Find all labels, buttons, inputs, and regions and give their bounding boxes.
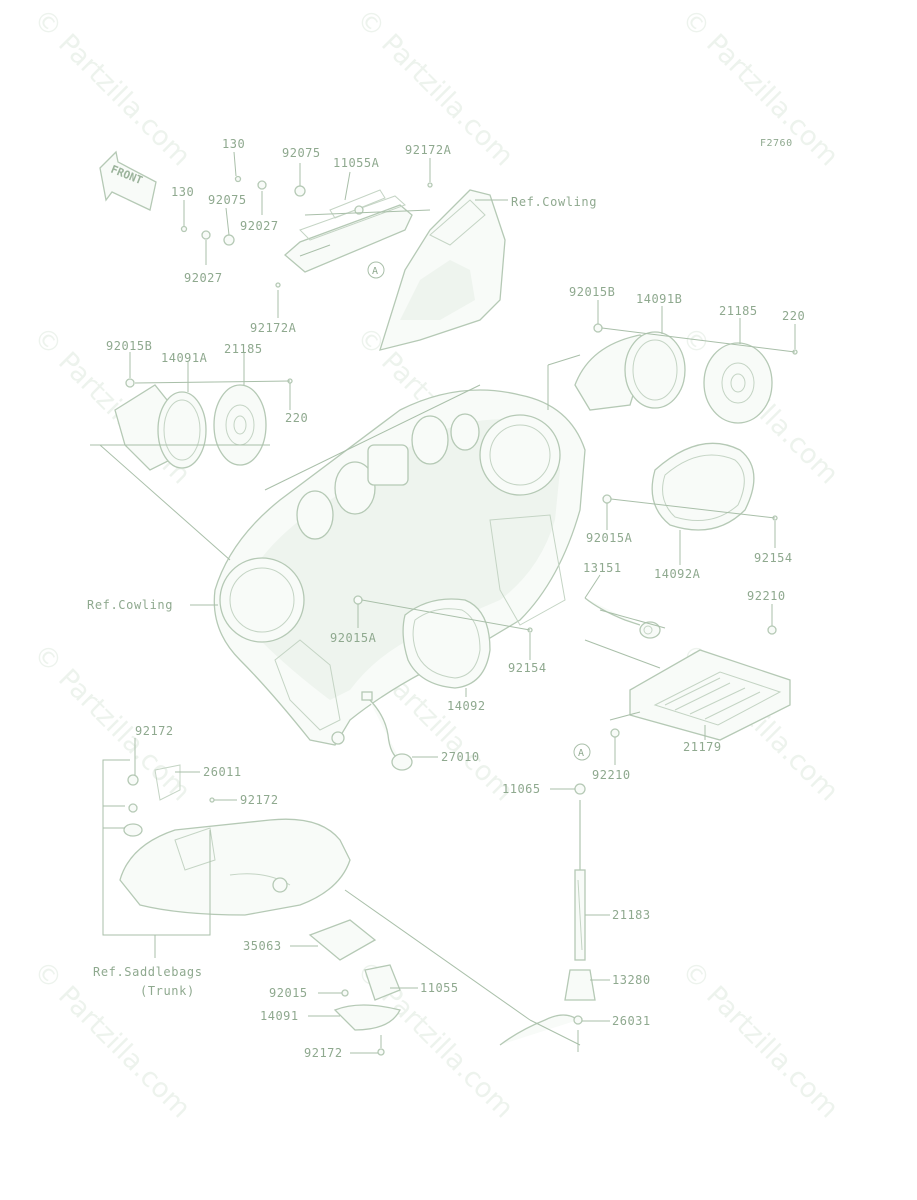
watermark-10: © Partzilla.com: [27, 955, 196, 1124]
callout-14092: 14092: [447, 699, 486, 713]
callout-130-b: 130: [171, 185, 194, 199]
callout-14091a: 14091A: [161, 351, 208, 365]
center-gasket: [353, 595, 533, 689]
ref-saddlebags: Ref.Saddlebags: [93, 965, 203, 979]
callout-14092a: 14092A: [654, 567, 701, 581]
upper-cowling-piece: [379, 189, 506, 351]
reference-marker-a-bottom: A: [573, 743, 591, 761]
callout-92172-b: 92172: [240, 793, 279, 807]
callout-21185-left: 21185: [224, 342, 263, 356]
ref-cowling-left: Ref.Cowling: [87, 598, 173, 612]
saddlebag-trunk: [119, 764, 351, 916]
callout-92027-b: 92027: [184, 271, 223, 285]
callout-92075-a: 92075: [282, 146, 321, 160]
antenna: [499, 783, 596, 1046]
callout-26011: 26011: [203, 765, 242, 779]
front-arrow-icon: FRONT: [99, 150, 157, 211]
ref-cowling-top: Ref.Cowling: [511, 195, 597, 209]
callout-92172a-bottom: 92172A: [250, 321, 297, 335]
left-speaker-group: [114, 378, 293, 471]
callout-21183: 21183: [612, 908, 651, 922]
callout-92015b-left: 92015B: [106, 339, 152, 353]
callout-13151: 13151: [583, 561, 622, 575]
power-socket: [584, 597, 661, 639]
callout-92154-left: 92154: [508, 661, 547, 675]
callout-92015: 92015: [269, 986, 308, 1000]
callout-92015b-right: 92015B: [569, 285, 615, 299]
watermark-1: © Partzilla.com: [27, 3, 196, 172]
callout-35063: 35063: [243, 939, 282, 953]
callout-92172-c: 92172: [304, 1046, 343, 1060]
upper-bracket-assembly: [180, 175, 433, 288]
trunk-lock-parts: [308, 919, 401, 1056]
callout-26031: 26031: [612, 1014, 651, 1028]
figure-code: F2760: [760, 138, 793, 149]
callout-21179: 21179: [683, 740, 722, 754]
marker-a-top-label: A: [372, 266, 379, 277]
callout-92210-a: 92210: [747, 589, 786, 603]
watermark-7: © Partzilla.com: [27, 638, 196, 807]
callout-labels: 130 130 92075 92075 11055A 92172A 92027 …: [87, 137, 805, 1060]
inner-fairing: [213, 389, 586, 746]
radio-unit: [610, 625, 791, 741]
wire-harness: [361, 691, 413, 771]
callout-92172-a: 92172: [135, 724, 174, 738]
right-speaker-group: [574, 323, 798, 424]
callout-13280: 13280: [612, 973, 651, 987]
callout-130-a: 130: [222, 137, 245, 151]
callout-92172a-top: 92172A: [405, 143, 452, 157]
callout-14091: 14091: [260, 1009, 299, 1023]
right-lower-gasket: [602, 442, 778, 531]
marker-a-bottom-label: A: [578, 748, 585, 759]
ref-trunk: (Trunk): [140, 984, 195, 998]
callout-92027-a: 92027: [240, 219, 279, 233]
callout-27010: 27010: [441, 750, 480, 764]
leader-lines: [90, 151, 796, 1054]
callout-21185-right: 21185: [719, 304, 758, 318]
callout-11055a: 11055A: [333, 156, 380, 170]
watermark-12: © Partzilla.com: [675, 955, 844, 1124]
callout-220-right: 220: [782, 309, 805, 323]
callout-220-left: 220: [285, 411, 308, 425]
callout-92015a-right: 92015A: [586, 531, 633, 545]
reference-marker-a-top: A: [367, 261, 385, 279]
callout-92015a-left: 92015A: [330, 631, 377, 645]
callout-92210-b: 92210: [592, 768, 631, 782]
callout-92075-b: 92075: [208, 193, 247, 207]
callout-14091b: 14091B: [636, 292, 682, 306]
callout-11065: 11065: [502, 782, 541, 796]
callout-92154-right: 92154: [754, 551, 793, 565]
callout-11055: 11055: [420, 981, 459, 995]
